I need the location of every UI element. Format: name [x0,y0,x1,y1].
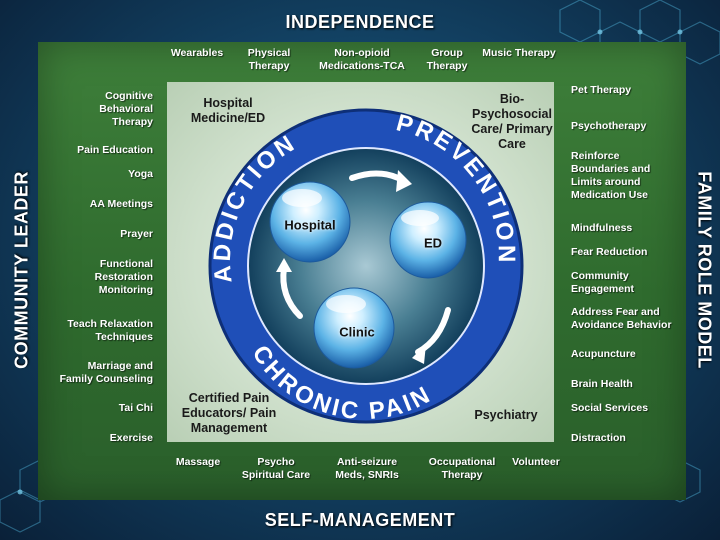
right-item: Fear Reduction [571,246,648,258]
outer-ring-edge [208,108,524,424]
edge-label-self-management: SELF-MANAGEMENT [264,510,456,530]
sphere-label-clinic: Clinic [339,324,375,340]
arrowhead-icon [396,170,412,192]
sphere-ed [389,201,467,279]
left-item: Tai Chi [118,402,153,414]
top-item: Music Therapy [482,47,556,59]
right-item: Distraction [571,432,626,444]
left-item: Yoga [128,168,153,180]
bottom-item: Volunteer [512,456,560,468]
left-item: Prayer [120,228,153,240]
left-item: Exercise [109,432,153,444]
right-item: Psychotherapy [571,120,647,132]
sphere-label-ed: ED [423,235,443,251]
right-item: Acupuncture [571,348,636,360]
sphere-hospital [269,181,351,263]
right-item: Mindfulness [571,222,633,234]
edge-label-independence: INDEPENDENCE [285,12,435,32]
right-item: Social Services [571,402,649,414]
left-item: AA Meetings [89,198,153,210]
bottom-item: Massage [175,456,221,468]
arrowhead-icon [276,258,292,272]
cycle-arrow-clinic-to-hospital [280,265,303,319]
sphere-label-hospital: Hospital [284,217,336,233]
corner-label-psychiatry: Psychiatry [474,408,538,422]
right-item: Pet Therapy [571,84,632,96]
right-item: Brain Health [571,378,633,390]
sphere-clinic [313,287,395,369]
left-item: Pain Education [77,144,153,156]
arrowhead-icon [412,344,426,364]
top-item: Wearables [170,47,224,59]
